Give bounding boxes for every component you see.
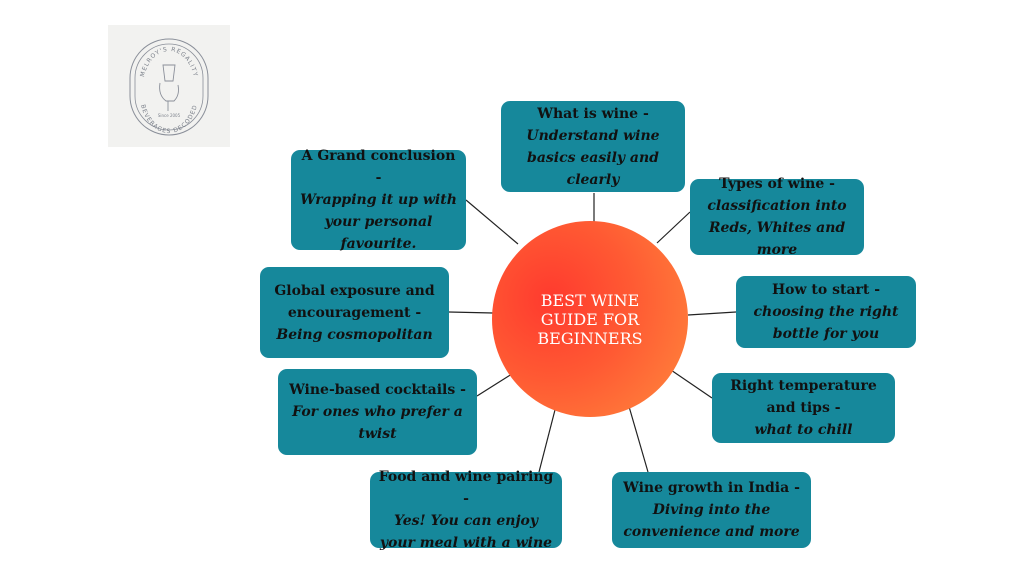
connector-global xyxy=(448,311,494,314)
node-subtitle: Wrapping it up with your personal favour… xyxy=(300,192,457,252)
node-subtitle: what to chill xyxy=(754,422,853,438)
node-global-exposure: Global exposure and encouragement - Bein… xyxy=(260,267,449,358)
connector-types-of-wine xyxy=(656,211,691,244)
node-what-is-wine: What is wine - Understand wine basics ea… xyxy=(501,101,685,192)
node-title: How to start - xyxy=(771,282,881,298)
node-title: Food and wine pairing - xyxy=(378,469,554,507)
central-topic: BEST WINE GUIDE FOR BEGINNERS xyxy=(492,221,688,417)
connector-food-pairing xyxy=(538,405,557,473)
node-subtitle: Diving into the convenience and more xyxy=(623,502,800,540)
node-grand-conclusion: A Grand conclusion - Wrapping it up with… xyxy=(291,148,466,252)
node-wine-cocktails: Wine-based cocktails - For ones who pref… xyxy=(278,369,477,455)
central-topic-line-1: BEST WINE xyxy=(540,290,640,310)
connector-how-to-start xyxy=(687,311,737,316)
node-title: Wine growth in India - xyxy=(623,480,800,496)
node-subtitle: For ones who prefer a twist xyxy=(292,404,463,442)
node-subtitle: Yes! You can enjoy your meal with a wine xyxy=(379,513,553,551)
central-topic-line-3: BEGINNERS xyxy=(537,328,643,348)
logo-since: Since 2005 xyxy=(158,113,181,118)
brand-logo: MELROY'S REGALITY BEVERAGES DECODED Sinc… xyxy=(108,25,230,147)
node-subtitle: classification into Reds, Whites and mor… xyxy=(707,198,847,258)
node-title: Types of wine - xyxy=(719,176,835,192)
node-title: A Grand conclusion - xyxy=(301,148,456,186)
node-wine-growth-india: Wine growth in India - Diving into the c… xyxy=(612,472,811,548)
connector-cocktails xyxy=(476,371,516,397)
node-right-temperature: Right temperature and tips - what to chi… xyxy=(712,373,895,443)
connector-conclusion xyxy=(465,199,519,245)
node-subtitle: Being cosmopolitan xyxy=(276,326,433,343)
node-title: Right temperature and tips - xyxy=(730,378,877,416)
node-title: Wine-based cocktails - xyxy=(289,382,466,398)
node-subtitle: choosing the right bottle for you xyxy=(753,304,899,342)
node-title: What is wine - xyxy=(537,105,649,122)
logo-emblem: MELROY'S REGALITY BEVERAGES DECODED Sinc… xyxy=(129,38,209,136)
node-title: Global exposure and encouragement - xyxy=(274,282,435,321)
central-topic-line-2: GUIDE FOR xyxy=(540,309,640,329)
node-food-wine-pairing: Food and wine pairing - Yes! You can enj… xyxy=(370,469,562,551)
node-how-to-start: How to start - choosing the right bottle… xyxy=(736,276,916,348)
node-types-of-wine: Types of wine - classification into Reds… xyxy=(690,176,864,258)
connector-temperature xyxy=(667,367,713,399)
connector-india xyxy=(627,402,649,473)
hand-glass-icon xyxy=(159,64,179,111)
node-subtitle: Understand wine basics easily and clearl… xyxy=(526,127,660,188)
